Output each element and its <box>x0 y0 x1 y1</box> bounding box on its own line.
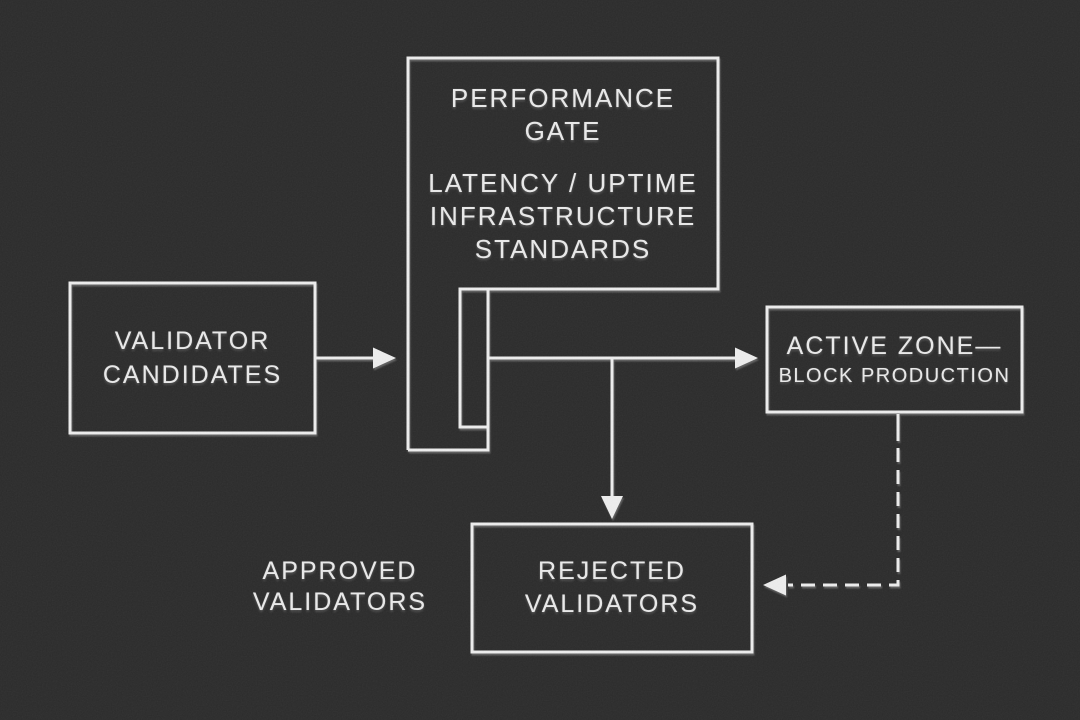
active-to-rejected-dashed-line <box>788 448 900 587</box>
arrowhead-left-icon <box>763 574 786 596</box>
arrowhead-down-icon <box>601 496 623 519</box>
arrowhead-right-icon <box>373 347 396 369</box>
arrowhead-right-icon <box>735 347 758 369</box>
active-zone-box <box>765 305 1024 414</box>
performance-gate-outline <box>406 56 720 450</box>
rejected-validators-box <box>470 522 754 654</box>
validator-candidates-box <box>68 281 317 435</box>
